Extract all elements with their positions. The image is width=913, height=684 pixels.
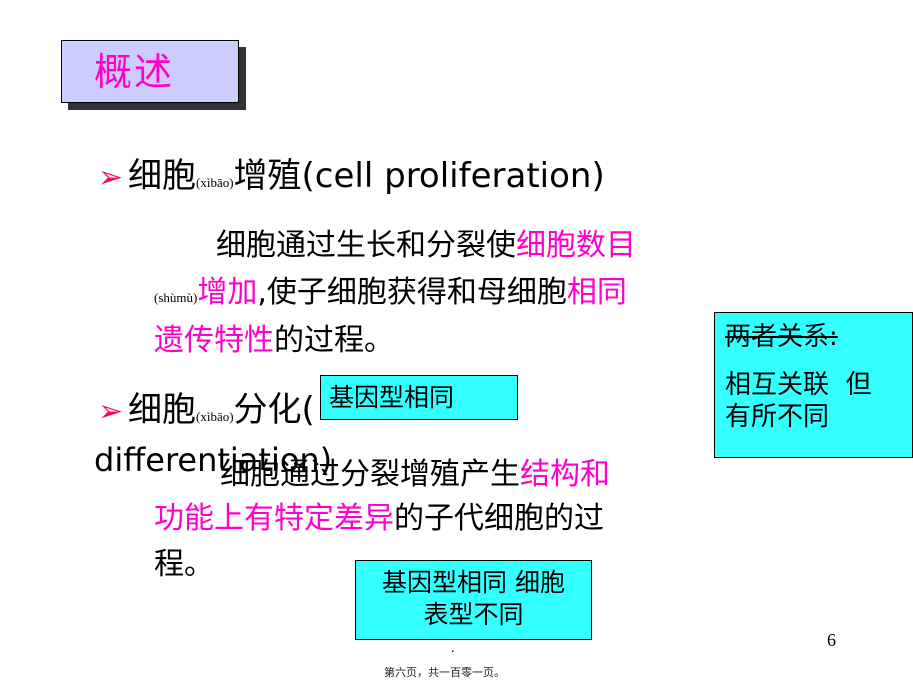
section2-line3: 程。 — [154, 547, 214, 582]
section2-line1-text: 细胞通过分裂增殖产生 — [220, 457, 520, 492]
center-dot: . — [451, 641, 455, 656]
note-phenotype-line1: 基因型相同 细胞 — [382, 568, 565, 597]
section1-line2: (shùmù)增加,使子细胞获得和母细胞相同 — [154, 273, 627, 318]
section1-heading-cn: 细胞 — [128, 156, 196, 196]
note-phenotype-line2: 表型不同 — [423, 600, 524, 629]
section1-line2-highlight2: 相同 — [566, 275, 627, 310]
section1-heading-ruby: (xìbāo) — [196, 175, 234, 190]
section2-heading-cn: 细胞 — [128, 390, 196, 430]
arrow-bullet-icon: ➢ — [98, 394, 124, 429]
note-relationship-line2: 有所不同 — [725, 402, 830, 432]
section1-heading-rest: 增殖(cell proliferation) — [233, 156, 605, 196]
section2-heading-line2: differentiation) — [94, 441, 333, 479]
slide-title: 概述 — [94, 50, 175, 94]
page-number: 6 — [827, 630, 836, 650]
section1-line3: 遗传特性的过程。 — [154, 321, 394, 361]
section2-heading-ruby: (xìbāo) — [196, 409, 234, 424]
section2-line2-highlight: 功能上有特定差异 — [154, 501, 394, 536]
section2-line2-text: 的子代细胞的过 — [394, 501, 604, 536]
section2-line2: 功能上有特定差异的子代细胞的过 — [154, 499, 604, 539]
note-phenotype-different: 基因型相同 细胞 表型不同 — [355, 560, 592, 640]
title-box: 概述 — [61, 40, 239, 103]
page-footer: 第六页，共一百零一页。 — [384, 666, 505, 679]
section1-line2-text: ,使子细胞获得和母细胞 — [257, 275, 567, 310]
note-genotype-same: 基因型相同 — [320, 375, 518, 420]
section2-heading-rest: 分化( — [233, 390, 315, 430]
section1-line1: 细胞通过生长和分裂使细胞数目 — [216, 226, 636, 266]
section1-line1-highlight: 细胞数目 — [516, 228, 636, 263]
section1-line3-highlight: 遗传特性 — [154, 323, 274, 358]
section2-heading: ➢细胞(xìbāo)分化( — [98, 390, 315, 437]
note-genotype-same-text: 基因型相同 — [329, 383, 455, 412]
section1-line2-ruby: (shùmù) — [154, 290, 198, 305]
section1-line1-text: 细胞通过生长和分裂使 — [216, 228, 516, 263]
note-relationship-line1: 相互关联 但 — [725, 370, 872, 400]
section1-line2-highlight: 增加 — [197, 275, 258, 310]
note-relationship-title: 两者关系: — [725, 322, 838, 352]
section1-line3-text: 的过程。 — [274, 323, 394, 358]
note-relationship: 两者关系: 相互关联 但 有所不同 — [714, 312, 913, 458]
section2-line1-highlight: 结构和 — [520, 457, 610, 492]
arrow-bullet-icon: ➢ — [98, 160, 124, 195]
section2-line1: 细胞通过分裂增殖产生结构和 — [220, 455, 610, 495]
section1-heading: ➢细胞(xìbāo)增殖(cell proliferation) — [98, 156, 605, 203]
